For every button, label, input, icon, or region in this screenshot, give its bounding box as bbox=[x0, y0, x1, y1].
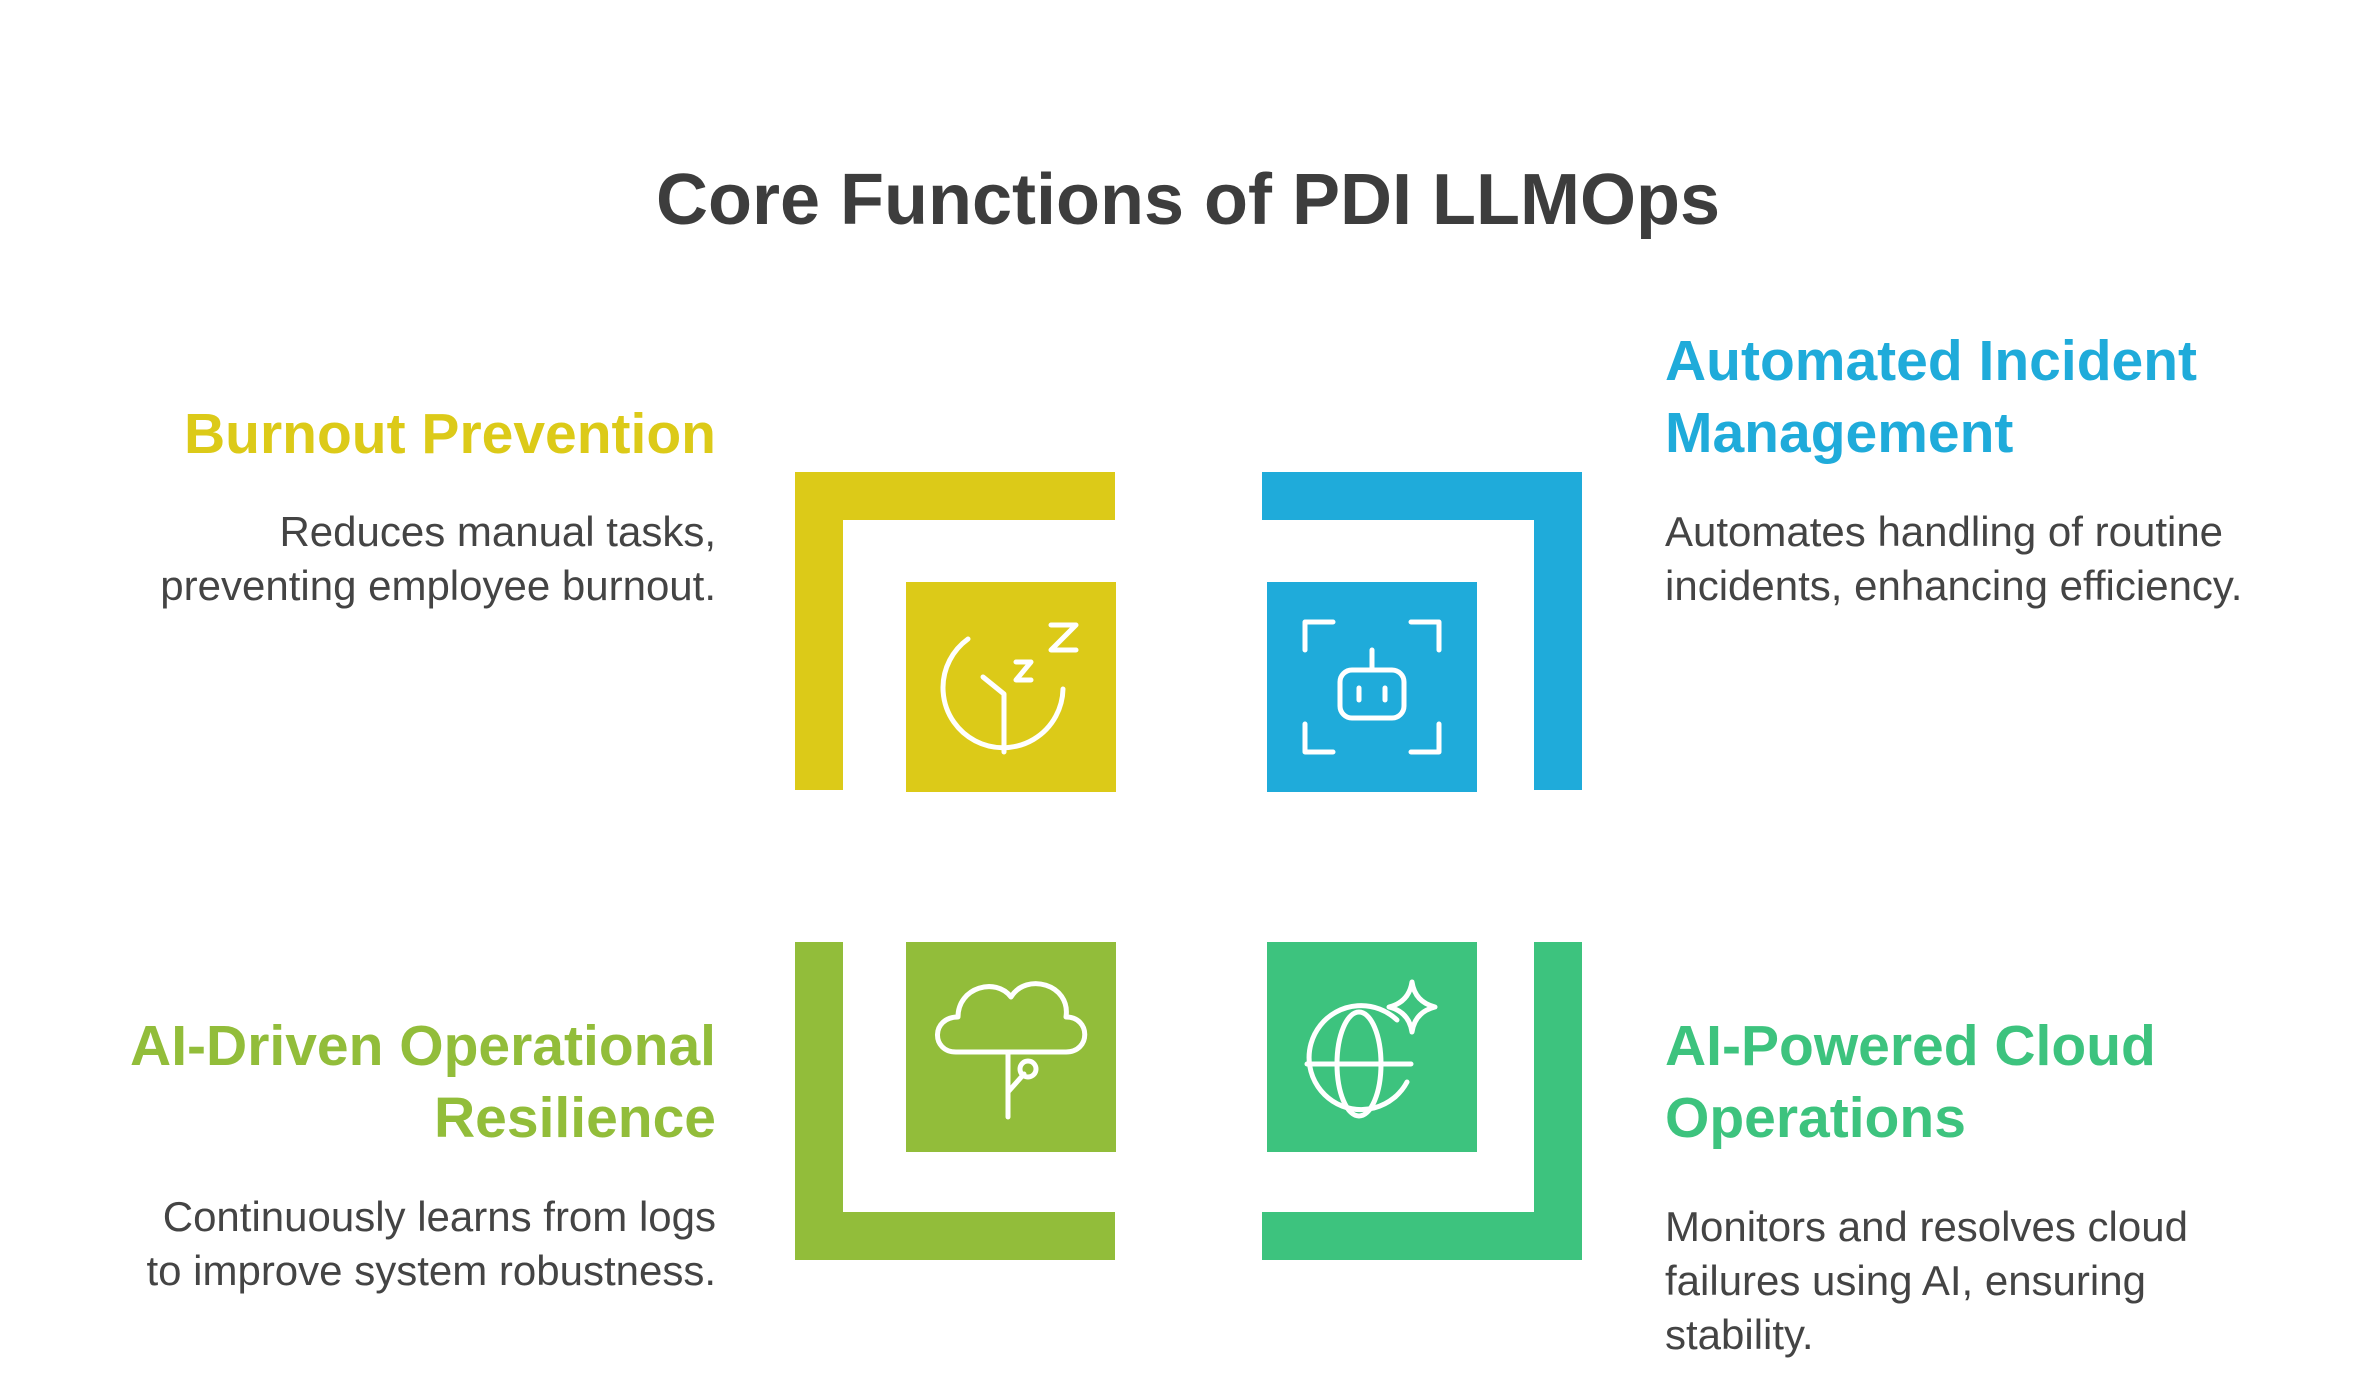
burnout-tile bbox=[906, 582, 1116, 792]
burnout-title: Burnout Prevention bbox=[183, 402, 716, 466]
incident-tile bbox=[1267, 582, 1477, 792]
cloud-tree-icon bbox=[935, 981, 1088, 1120]
burnout-bracket bbox=[795, 472, 1115, 790]
resilience-title: AI-Driven Operational Resilience bbox=[130, 1014, 716, 1150]
resilience-tile bbox=[906, 942, 1116, 1152]
cloud-bracket bbox=[1262, 942, 1582, 1260]
resilience-bracket bbox=[795, 942, 1115, 1260]
robot-scan-icon bbox=[1302, 619, 1442, 755]
incident-description: Automates handling of routine incidents,… bbox=[1665, 508, 2243, 609]
globe-sparkle-icon bbox=[1304, 979, 1438, 1119]
page-title: Core Functions of PDI LLMOps bbox=[656, 160, 1720, 240]
resilience-description: Continuously learns from logs to improve… bbox=[146, 1193, 716, 1294]
cloud-title: AI-Powered Cloud Operations bbox=[1665, 1014, 2156, 1150]
cloud-tile bbox=[1267, 942, 1477, 1152]
incident-bracket bbox=[1262, 472, 1582, 790]
burnout-description: Reduces manual tasks, preventing employe… bbox=[160, 508, 716, 609]
cloud-description: Monitors and resolves cloud failures usi… bbox=[1665, 1203, 2188, 1358]
incident-title: Automated Incident Management bbox=[1665, 329, 2198, 465]
sleep-clock-icon bbox=[940, 622, 1079, 755]
